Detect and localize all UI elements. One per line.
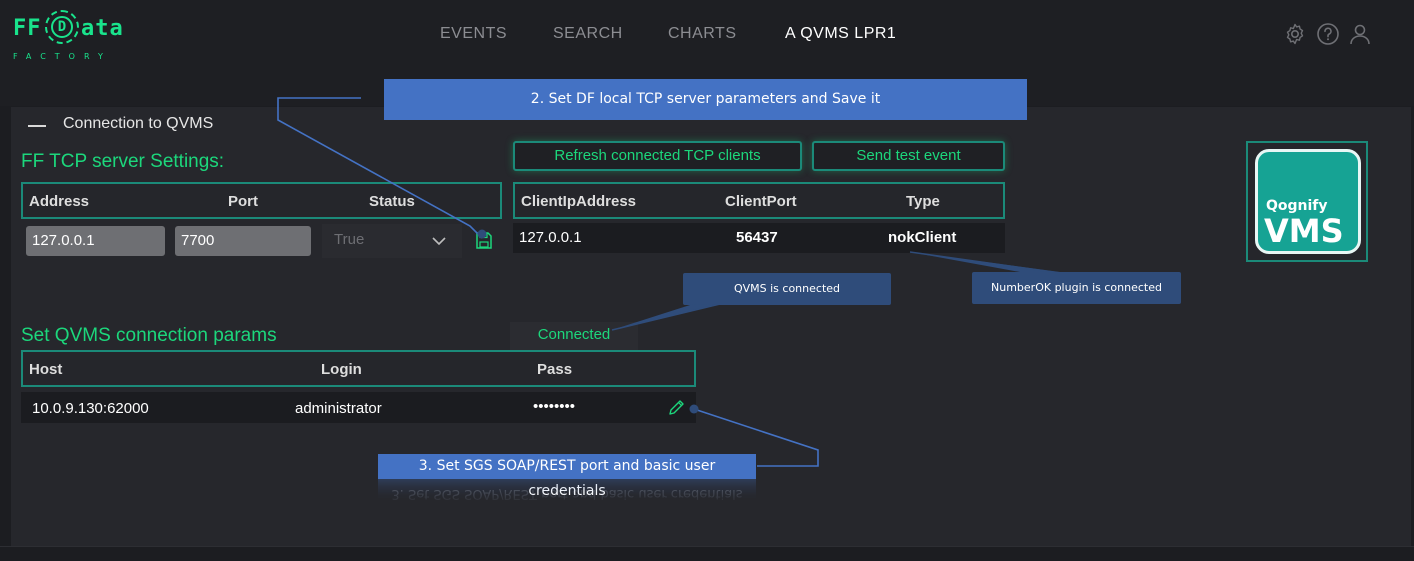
client-type-cell: nokClient — [888, 229, 957, 246]
callout-qvms-connected: QVMS is connected — [683, 273, 891, 305]
refresh-clients-button[interactable]: Refresh connected TCP clients — [513, 141, 802, 171]
logo-d-letter: D — [51, 16, 73, 38]
header-type: Type — [906, 193, 940, 210]
reflection-text: 3. Set SGS SOAP/REST port and basic user… — [391, 486, 743, 501]
app-logo[interactable]: FF D ata FACTORY — [13, 10, 133, 62]
address-input[interactable]: 127.0.0.1 — [26, 226, 165, 256]
nav-search[interactable]: SEARCH — [553, 25, 623, 42]
nav-qvms-lpr1[interactable]: A QVMS LPR1 — [785, 25, 897, 42]
table-row[interactable]: 10.0.9.130:62000 administrator •••••••• — [21, 392, 696, 423]
callout-step3-reflection: 3. Set SGS SOAP/REST port and basic user… — [378, 479, 756, 501]
clients-table-header: ClientIpAddress ClientPort Type — [513, 182, 1005, 219]
callout-step3: 3. Set SGS SOAP/REST port and basic user… — [378, 454, 756, 499]
logo-text-left: FF — [13, 16, 42, 41]
logo-subtitle: FACTORY — [13, 52, 112, 61]
gear-icon[interactable] — [1283, 22, 1307, 46]
port-input[interactable]: 7700 — [175, 226, 311, 256]
client-ip-cell: 127.0.0.1 — [519, 229, 582, 246]
save-icon[interactable] — [475, 231, 493, 250]
header-address: Address — [29, 193, 90, 210]
pass-cell: •••••••• — [533, 398, 576, 415]
tcp-settings-title: FF TCP server Settings: — [21, 151, 225, 172]
header-client-port: ClientPort — [725, 193, 797, 210]
logo-text-right: ata — [81, 16, 124, 41]
help-icon[interactable] — [1316, 22, 1340, 46]
logo-vms-text: VMS — [1264, 212, 1344, 250]
edit-pencil-icon[interactable] — [668, 399, 685, 416]
callout-plugin-connected: NumberOK plugin is connected — [972, 272, 1181, 304]
qognify-vms-logo: Qognify VMS — [1255, 149, 1361, 254]
qognify-vms-logo-frame: Qognify VMS — [1246, 141, 1368, 262]
logo-qognify-text: Qognify — [1266, 198, 1328, 214]
nav-events[interactable]: EVENTS — [440, 25, 508, 42]
header-status: Status — [369, 193, 415, 210]
logo-d-ring: D — [45, 10, 79, 44]
client-port-cell: 56437 — [736, 229, 778, 246]
table-row[interactable]: 127.0.0.1 56437 nokClient — [513, 223, 1005, 253]
section-title: Connection to QVMS — [63, 115, 214, 132]
chevron-down-icon[interactable] — [432, 234, 446, 248]
collapse-icon[interactable] — [28, 125, 46, 127]
header-host: Host — [29, 361, 63, 378]
send-test-event-button[interactable]: Send test event — [812, 141, 1005, 171]
host-cell: 10.0.9.130:62000 — [32, 400, 149, 417]
callout-step2: 2. Set DF local TCP server parameters an… — [384, 79, 1027, 120]
status-select-value: True — [334, 231, 365, 248]
header-port: Port — [228, 193, 258, 210]
header-pass: Pass — [537, 361, 573, 378]
login-cell: administrator — [295, 400, 382, 417]
nav-charts[interactable]: CHARTS — [668, 25, 737, 42]
header-client-ip: ClientIpAddress — [521, 193, 637, 210]
tcp-settings-header: Address Port Status — [21, 182, 502, 219]
qvms-params-header: Host Login Pass — [21, 350, 696, 387]
header-login: Login — [321, 361, 362, 378]
user-icon[interactable] — [1348, 22, 1372, 46]
qvms-params-title: Set QVMS connection params — [21, 325, 277, 346]
bottom-strip — [0, 546, 1414, 561]
connection-status-badge: Connected — [510, 322, 638, 350]
